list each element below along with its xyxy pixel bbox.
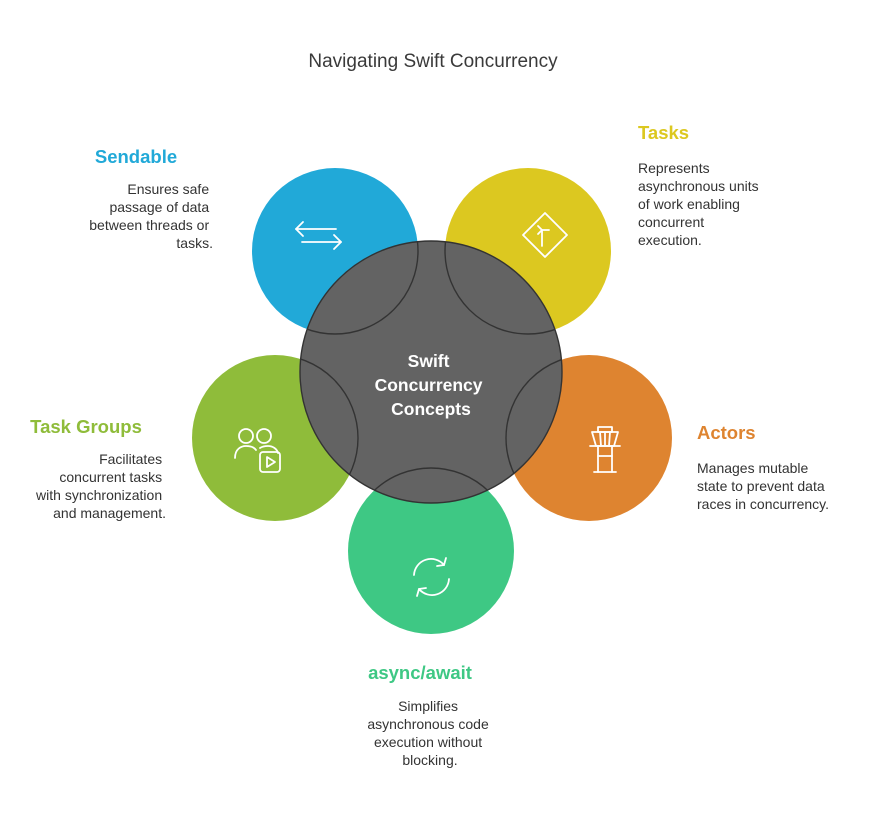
description-line: blocking. [402,752,457,768]
tasks-overlap-outline [444,241,562,335]
sendable-description: Ensures safe passage of data between thr… [89,181,213,251]
center-label-line: Swift [408,351,450,371]
description-line: Simplifies [398,698,458,714]
description-line: tasks. [176,235,213,251]
actors-heading: Actors [697,422,756,443]
description-line: Manages mutable [697,460,809,476]
description-line: Represents [638,160,710,176]
diagram-title: Navigating Swift Concurrency [308,51,558,72]
control-tower-icon [589,426,621,473]
refresh-cycle-icon [413,557,450,597]
description-line: and management. [53,505,166,521]
description-line: concurrent tasks [59,469,162,485]
async-await-circle [348,468,514,634]
arrows-exchange-icon [295,221,342,250]
sendable-heading: Sendable [95,146,177,167]
actors-overlap-outline [505,354,562,503]
tasks-heading: Tasks [638,122,689,143]
description-line: with synchronization [35,487,162,503]
center-circle [299,240,563,504]
description-line: Facilitates [99,451,162,467]
description-line: races in concurrency. [697,496,829,512]
async-await-description: Simplifies asynchronous code execution w… [367,698,492,768]
description-line: state to prevent data [697,478,825,494]
description-line: asynchronous code [367,716,489,732]
users-play-icon [234,428,281,473]
description-line: passage of data [109,199,209,215]
sendable-overlap-outline [300,241,419,335]
tasks-description: Represents asynchronous units of work en… [638,160,763,248]
task-groups-description: Facilitates concurrent tasks with synchr… [35,451,166,521]
task-groups-overlap-outline [300,354,359,503]
actors-description: Manages mutable state to prevent data ra… [697,460,829,512]
description-line: concurrent [638,214,704,230]
async-await-heading: async/await [368,662,472,683]
description-line: execution without [374,734,482,750]
center-label-line: Concepts [391,399,471,419]
task-groups-heading: Task Groups [30,416,142,437]
diamond-turn-sign-icon [522,212,568,258]
center-label: Swift Concurrency Concepts [375,351,488,419]
async-await-overlap-outline [347,467,515,503]
center-label-line: Concurrency [375,375,483,395]
description-line: between threads or [89,217,209,233]
description-line: Ensures safe [127,181,209,197]
description-line: asynchronous units [638,178,759,194]
overlap-outlines [300,241,562,503]
description-line: execution. [638,232,702,248]
description-line: of work enabling [638,196,740,212]
